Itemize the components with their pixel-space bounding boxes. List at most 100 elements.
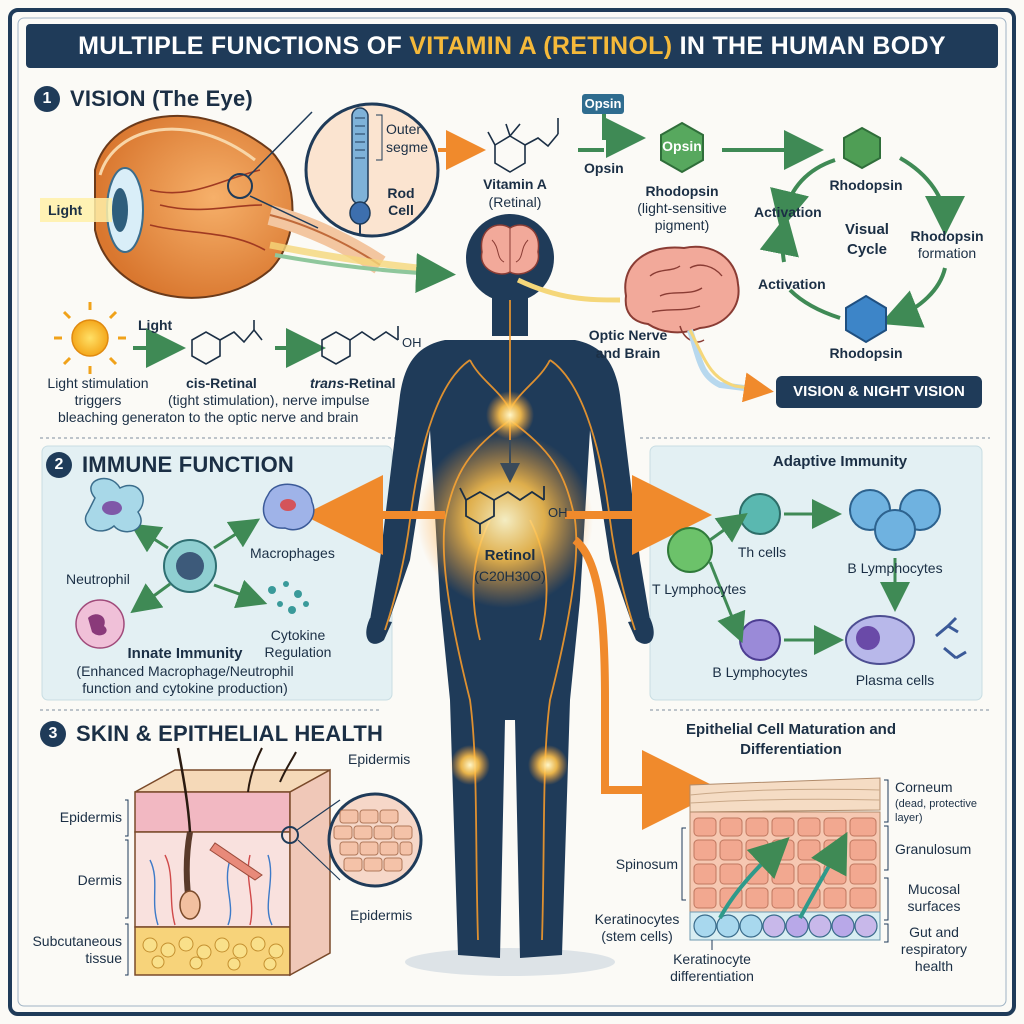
immune-heading: IMMUNE FUNCTION [82, 452, 294, 477]
cis-retinal-molecule [191, 320, 263, 365]
rhodopsin-line3: pigment) [654, 217, 710, 233]
visual-cycle [759, 156, 965, 328]
keratinocyte-diff-line2: differentiation [670, 968, 754, 984]
rod-cell-illustration [304, 102, 440, 238]
adaptive-immunity-title: Adaptive Immunity [772, 453, 908, 470]
gut-line3: health [914, 958, 954, 974]
corneum-line3: layer) [895, 812, 923, 824]
light-label-2: Light [138, 317, 173, 333]
mucosal-line2: surfaces [907, 898, 961, 914]
brain-illustration [624, 245, 740, 343]
opsin-label: Opsin [584, 160, 624, 176]
eye-illustration [94, 111, 386, 299]
title-highlight: VITAMIN A (RETINOL) [409, 32, 673, 60]
title-part-2: IN THE HUMAN BODY [672, 32, 946, 60]
vitamin-a-label: Vitamin A [483, 176, 547, 192]
oh-label: OH [402, 335, 422, 350]
bleaching-line: bleaching generaton to the optic nerve a… [58, 409, 359, 425]
stimulation-line1: Light stimulation [47, 375, 149, 391]
page-title: MULTIPLE FUNCTIONS OF VITAMIN A (RETINOL… [26, 24, 998, 68]
spinosum-label: Spinosum [615, 856, 678, 872]
keratinocyte-diff-line1: Keratinocyte [673, 951, 751, 967]
cycle-bottom-label: Rhodopsin [829, 345, 903, 361]
retinol-molecule [459, 486, 545, 534]
title-bar [26, 24, 998, 68]
outer-segment-line2: segme [386, 139, 429, 155]
opsin-ball-label: Opsin [662, 138, 702, 154]
trans-retinal-molecule [321, 326, 399, 365]
epidermis-left-label: Epidermis [59, 809, 122, 825]
optic-nerve-line1: Optic Nerve [588, 327, 668, 343]
corneum-label: Corneum [895, 779, 953, 795]
title-part-1: MULTIPLE FUNCTIONS OF [78, 32, 410, 60]
retinol-formula: (C20H30O) [474, 568, 546, 584]
mucosal-line1: Mucosal [907, 881, 961, 897]
impulse-line: (tight stimulation), nerve impulse [168, 392, 370, 408]
neutrophil-label: Neutrophil [66, 571, 130, 587]
subcutaneous-line2: tissue [85, 950, 122, 966]
innate-line3: function and cytokine production) [82, 680, 288, 696]
trans-retinal-label: trans-Retinal [310, 375, 396, 392]
keratinocytes-line2: (stem cells) [601, 928, 673, 944]
optic-nerve-line2: and Brain [595, 345, 661, 361]
cycle-right-line1: Rhodopsin [910, 228, 984, 244]
cis-retinal-label: cis-Retinal [186, 375, 257, 391]
cycle-left-lower: Activation [758, 276, 826, 292]
cycle-title-line2: Cycle [846, 241, 888, 258]
cytokine-line1: Cytokine [270, 627, 326, 643]
cycle-top-label: Rhodopsin [829, 177, 903, 193]
innate-line2: (Enhanced Macrophage/Neutrophil [76, 663, 294, 679]
retinal-label: (Retinal) [488, 194, 542, 210]
b-lymphocytes-top: B Lymphocytes [847, 560, 943, 576]
rod-cell-line1: Rod [387, 185, 415, 201]
epidermis-bottom-label: Epidermis [350, 907, 413, 923]
granulosum-label: Granulosum [895, 841, 972, 857]
skin-heading: SKIN & EPITHELIAL HEALTH [76, 721, 384, 746]
adaptive-immunity-cells [667, 489, 967, 665]
section-number-immune: 2 [46, 452, 72, 478]
cycle-left-upper: Activation [754, 204, 822, 220]
b-lymphocytes-bottom: B Lymphocytes [712, 664, 808, 680]
innate-immunity-cells [75, 477, 315, 649]
trans-word: trans [310, 375, 345, 391]
epithelial-layers [681, 777, 889, 950]
human-body-figure [366, 214, 654, 976]
light-label: Light [48, 202, 83, 218]
sun-icon [54, 302, 126, 374]
th-cells-label: Th cells [737, 544, 787, 560]
retinal-molecule [487, 118, 559, 173]
subcutaneous-line1: Subcutaneous [32, 933, 122, 949]
stimulation-line2: triggers [74, 392, 122, 408]
epithelial-title-line2: Differentiation [740, 741, 842, 758]
keratinocytes-line1: Keratinocytes [594, 911, 680, 927]
macrophages-label: Macrophages [250, 545, 335, 561]
outer-segment-line1: Outer [386, 121, 422, 137]
opsin-box-label: Opsin [584, 96, 622, 111]
section-number-vision: 1 [34, 86, 60, 112]
innate-immunity-title: Innate Immunity [127, 645, 243, 662]
skin-cross-section [134, 747, 341, 977]
rod-cell-line2: Cell [388, 202, 414, 218]
plasma-cells-label: Plasma cells [855, 672, 935, 688]
rhodopsin-title: Rhodopsin [645, 183, 719, 199]
gut-line2: respiratory [900, 941, 968, 957]
epithelial-title-line1: Epithelial Cell Maturation and [685, 721, 897, 738]
cycle-title-line1: Visual [845, 221, 889, 238]
vision-night-vision-badge: VISION & NIGHT VISION [776, 376, 982, 408]
cycle-right-line2: formation [917, 245, 977, 261]
section-number-skin: 3 [40, 721, 66, 747]
corneum-line2: (dead, protective [895, 798, 977, 810]
gut-line1: Gut and [909, 924, 959, 940]
dermis-label: Dermis [77, 872, 122, 888]
retinol-oh: OH [548, 505, 568, 520]
t-lymphocytes-label: T Lymphocytes [652, 581, 747, 597]
cytokine-line2: Regulation [264, 644, 332, 660]
vision-heading: VISION (The Eye) [70, 86, 253, 111]
epidermis-zoom-circle [327, 792, 423, 888]
opsin-ball [660, 121, 704, 174]
trans-suffix: -Retinal [344, 375, 396, 391]
epidermis-top-label: Epidermis [348, 751, 411, 767]
rhodopsin-line2: (light-sensitive [637, 200, 727, 216]
